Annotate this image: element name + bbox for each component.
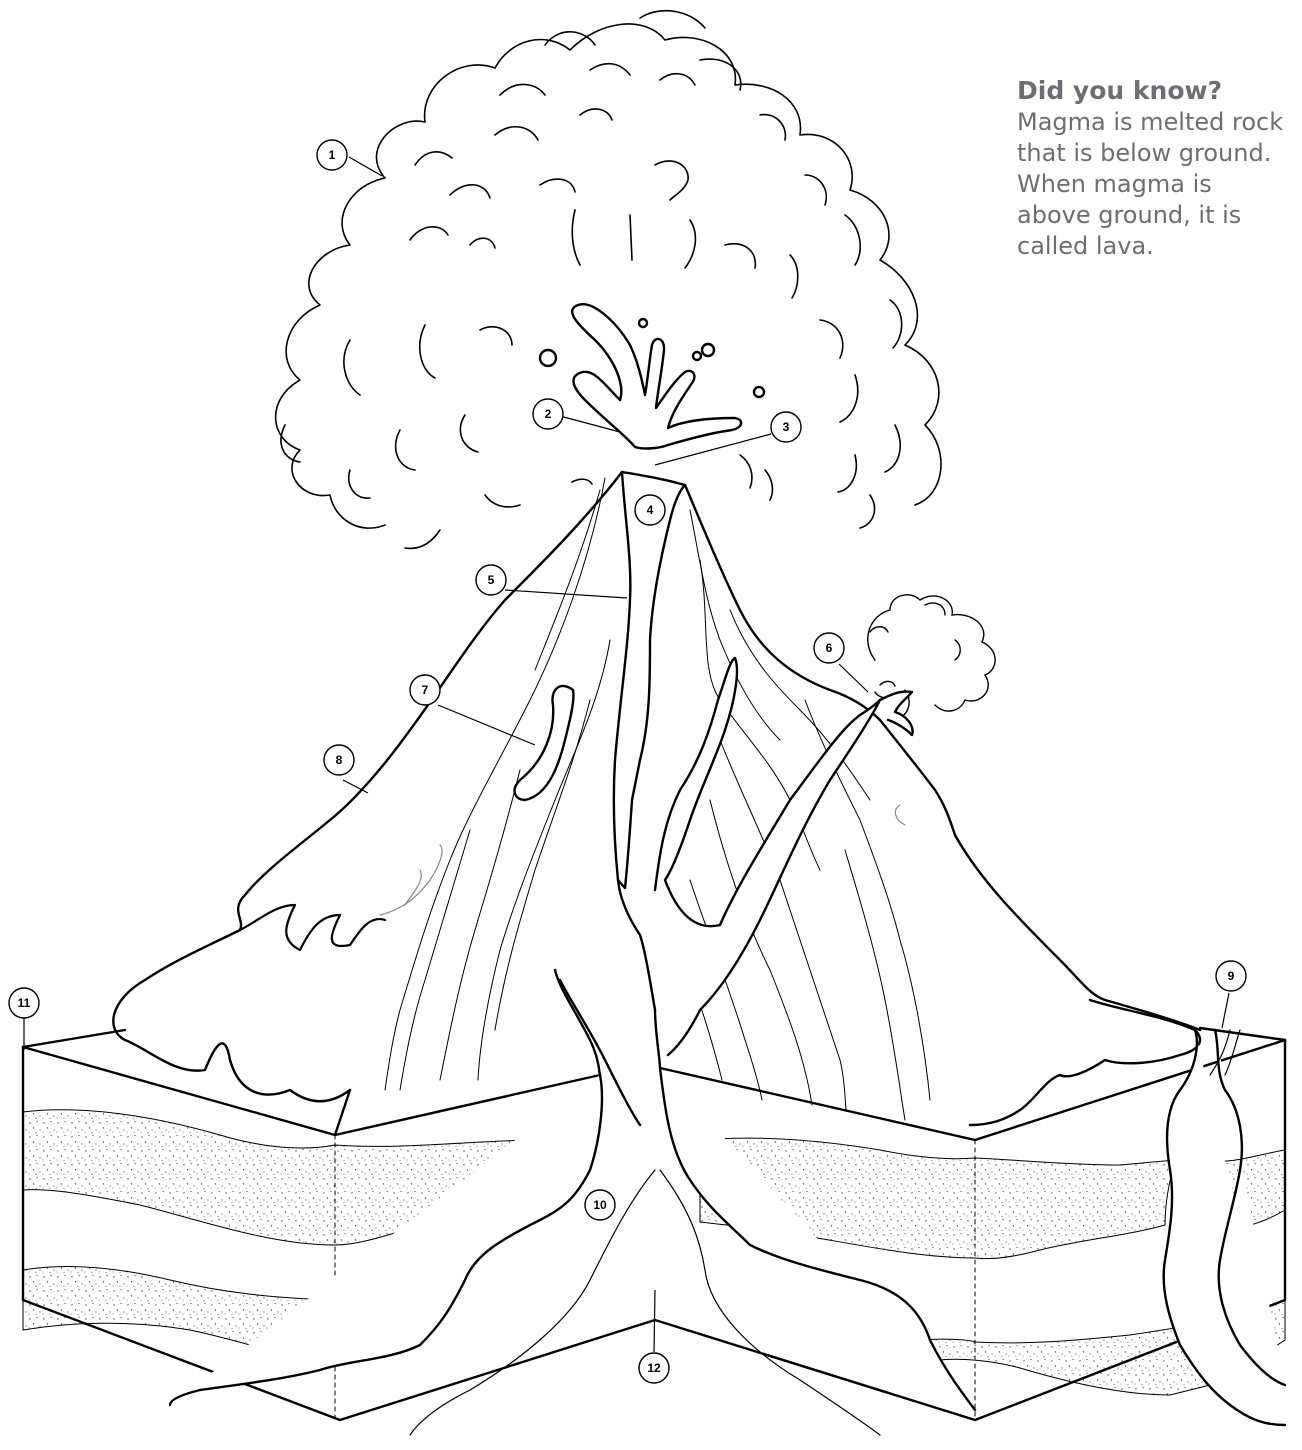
svg-text:4: 4 <box>647 503 654 517</box>
rock-layers <box>23 1110 1285 1395</box>
ash-cloud <box>276 11 941 549</box>
label-4: 4 <box>635 495 665 525</box>
fact-line: When magma is <box>1017 169 1302 200</box>
magma-system <box>170 472 1285 1435</box>
svg-text:11: 11 <box>18 996 31 1010</box>
svg-text:12: 12 <box>647 1361 661 1375</box>
fact-line: that is below ground. <box>1017 138 1302 169</box>
label-9: 9 <box>1216 961 1246 991</box>
svg-text:1: 1 <box>329 148 336 162</box>
side-vent <box>880 692 913 735</box>
svg-text:3: 3 <box>783 420 790 434</box>
fact-line: Magma is melted rock <box>1017 107 1302 138</box>
svg-text:5: 5 <box>488 573 495 587</box>
svg-text:7: 7 <box>422 683 429 697</box>
svg-text:9: 9 <box>1228 969 1235 983</box>
label-11: 11 <box>9 988 39 1018</box>
label-12: 12 <box>639 1353 669 1383</box>
label-1: 1 <box>317 140 347 170</box>
svg-text:8: 8 <box>336 753 343 767</box>
label-6: 6 <box>814 633 844 663</box>
label-5: 5 <box>476 565 506 595</box>
did-you-know-box: Did you know? Magma is melted rock that … <box>1017 74 1302 262</box>
fact-line: above ground, it is <box>1017 200 1302 231</box>
lava-fountain <box>540 304 764 448</box>
fact-line: called lava. <box>1017 231 1302 262</box>
label-3: 3 <box>771 412 801 442</box>
label-8: 8 <box>324 745 354 775</box>
svg-text:6: 6 <box>826 641 833 655</box>
fact-title: Did you know? <box>1017 74 1302 107</box>
svg-text:2: 2 <box>545 407 552 421</box>
label-7: 7 <box>410 675 440 705</box>
svg-text:10: 10 <box>593 1198 607 1212</box>
label-2: 2 <box>533 399 563 429</box>
label-10: 10 <box>585 1190 615 1220</box>
